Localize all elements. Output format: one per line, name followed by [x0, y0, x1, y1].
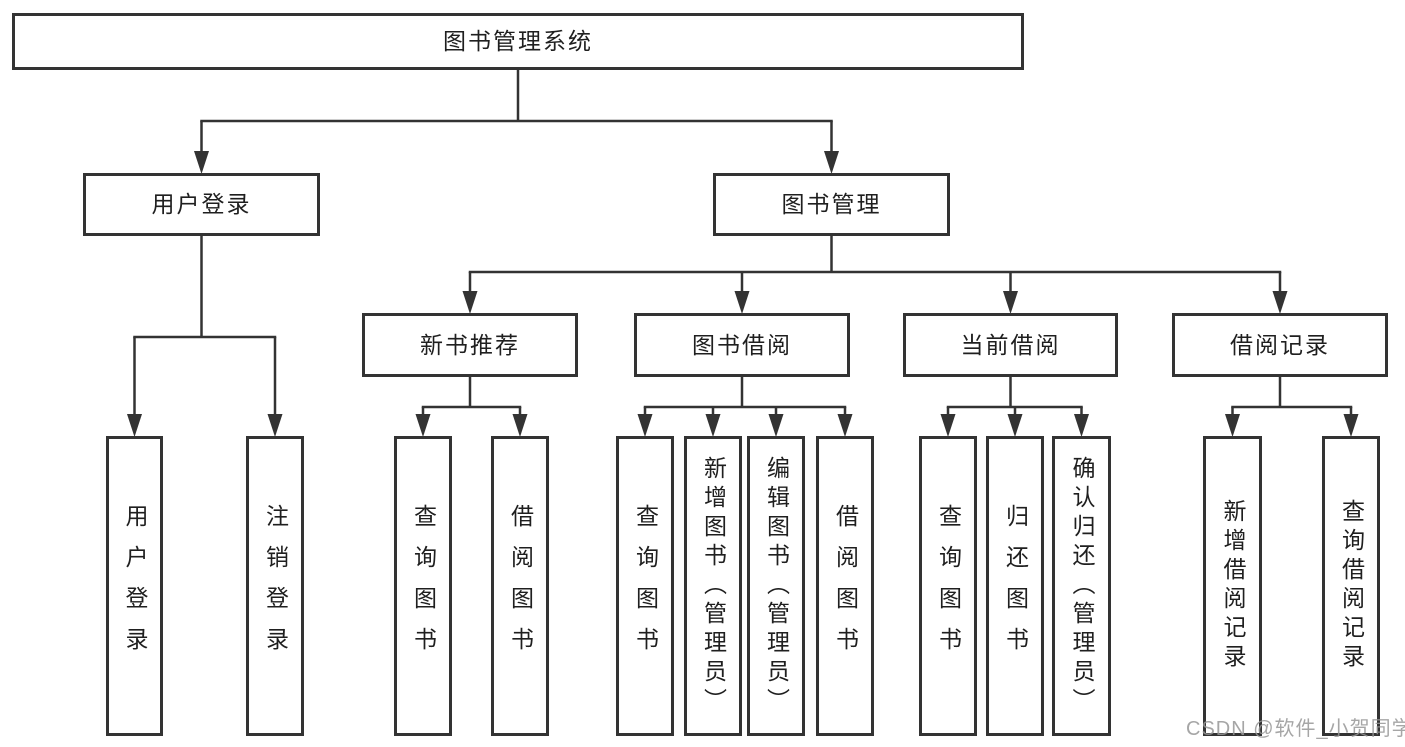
node-leaf-nb-borrow: 借阅图书	[491, 436, 549, 736]
node-root: 图书管理系统	[12, 13, 1024, 70]
arrowhead-icon	[705, 414, 721, 437]
arrowhead-icon	[462, 291, 478, 314]
arrowhead-icon	[194, 151, 209, 174]
node-leaf-bb-add: 新增图书（管理员）	[684, 436, 742, 736]
arrowhead-icon	[1074, 414, 1089, 437]
node-leaf-cb-confirm: 确认归还（管理员）	[1052, 436, 1111, 736]
arrowhead-icon	[637, 414, 653, 437]
node-book-mgmt: 图书管理	[713, 173, 950, 236]
node-leaf-cb-query: 查询图书	[919, 436, 977, 736]
arrowhead-icon	[940, 414, 956, 437]
node-leaf-logout: 注销登录	[246, 436, 304, 736]
node-leaf-bb-borrow: 借阅图书	[816, 436, 874, 736]
arrowhead-icon	[1007, 414, 1023, 437]
node-leaf-user-login: 用户登录	[106, 436, 163, 736]
node-leaf-bb-edit: 编辑图书（管理员）	[747, 436, 805, 736]
node-book-borrow: 图书借阅	[634, 313, 850, 377]
arrowhead-icon	[1272, 291, 1288, 314]
arrowhead-icon	[1225, 414, 1240, 437]
arrowhead-icon	[734, 291, 750, 314]
node-borrow-records: 借阅记录	[1172, 313, 1388, 377]
arrowhead-icon	[127, 414, 142, 437]
arrowhead-icon	[512, 414, 528, 437]
watermark: CSDN @软件_小贺同学	[1186, 718, 1405, 740]
node-leaf-br-query: 查询借阅记录	[1322, 436, 1380, 736]
arrowhead-icon	[415, 414, 431, 437]
arrowhead-icon	[824, 151, 839, 174]
arrowhead-icon	[768, 414, 784, 437]
node-leaf-nb-query: 查询图书	[394, 436, 452, 736]
arrowhead-icon	[1343, 414, 1359, 437]
node-user-login: 用户登录	[83, 173, 320, 236]
arrowhead-icon	[837, 414, 853, 437]
node-leaf-cb-return: 归还图书	[986, 436, 1044, 736]
arrowhead-icon	[267, 414, 283, 437]
node-new-books: 新书推荐	[362, 313, 578, 377]
node-leaf-br-add: 新增借阅记录	[1203, 436, 1262, 736]
arrowhead-icon	[1003, 291, 1018, 314]
node-leaf-bb-query: 查询图书	[616, 436, 674, 736]
node-current-borrow: 当前借阅	[903, 313, 1118, 377]
